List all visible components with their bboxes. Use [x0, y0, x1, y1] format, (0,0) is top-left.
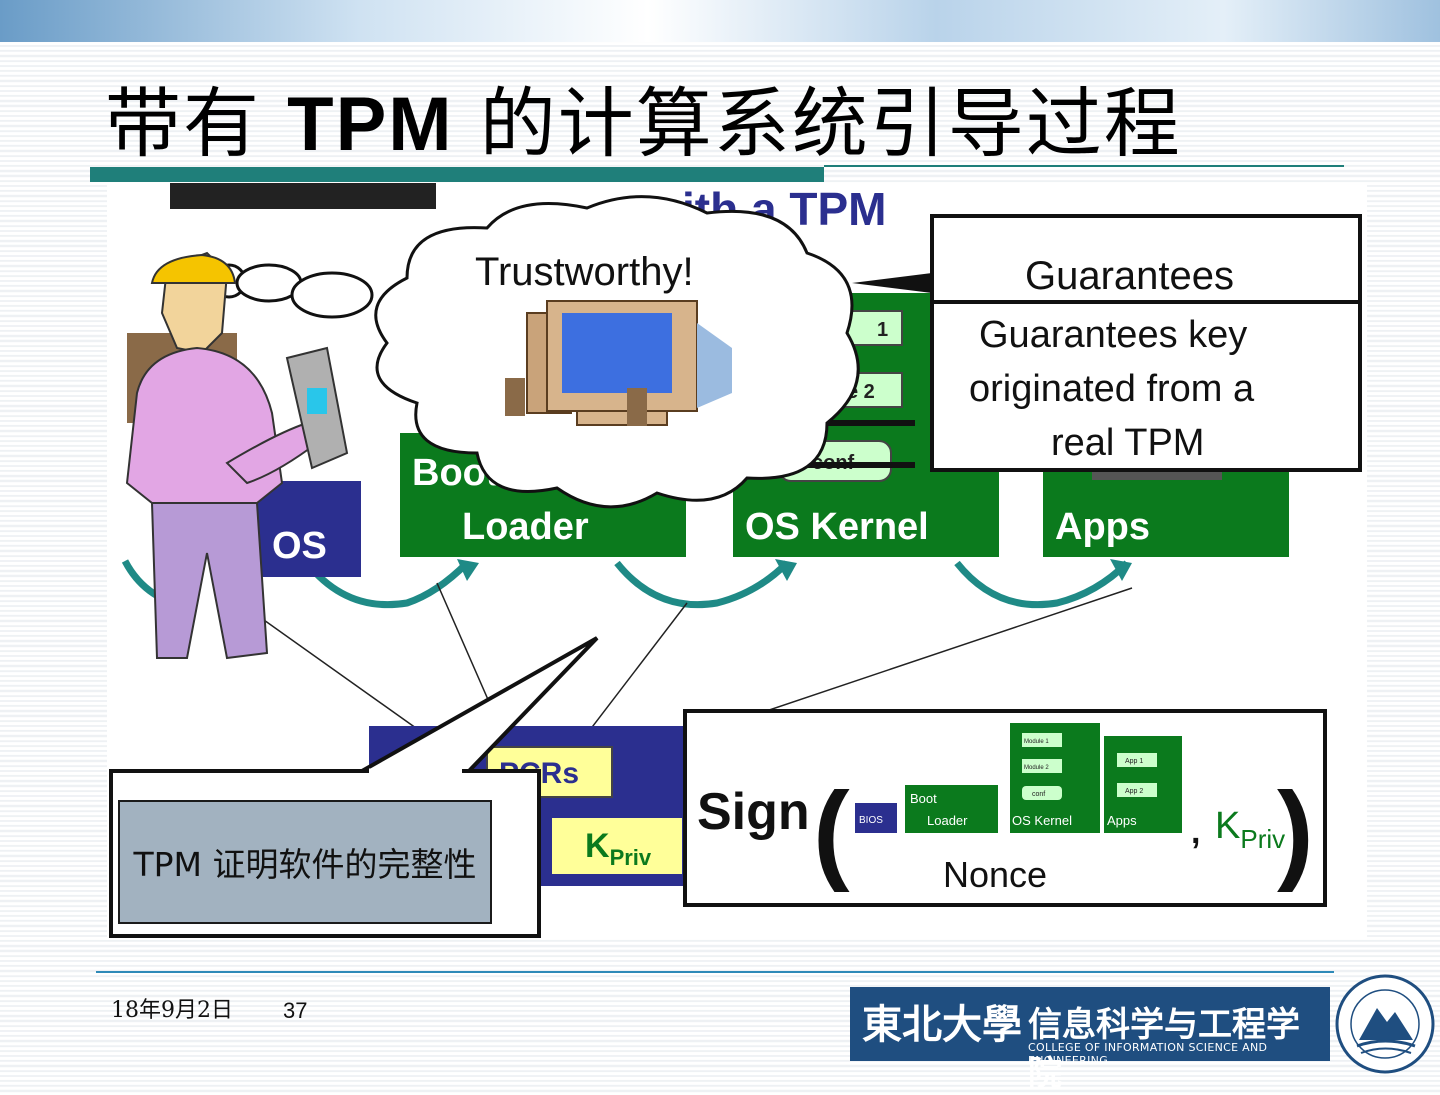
svg-text:Module 2: Module 2: [1024, 765, 1049, 771]
cloud-text: Trustworthy!: [475, 250, 694, 294]
slide-title: 带有 TPM 的计算系统引导过程: [105, 79, 1182, 168]
sign-open-paren: (: [813, 770, 850, 893]
sign-kpriv: KPriv: [1215, 805, 1285, 854]
arc-arrowheads: [457, 559, 1132, 581]
college-name-en: COLLEGE OF INFORMATION SCIENCE AND ENGIN…: [1028, 1041, 1268, 1067]
university-name-cn: 東北大學: [862, 1001, 1022, 1048]
sign-word: Sign: [697, 783, 810, 841]
callout-text-box: TPM 证明软件的完整性: [118, 800, 492, 924]
guarantees-pointer: [852, 273, 932, 293]
mini-bios: [855, 803, 897, 833]
guarantees-key-box: [930, 300, 1362, 472]
computer-icon: [505, 300, 732, 426]
bios-block: [257, 481, 361, 577]
header-strip: [170, 183, 436, 209]
title-underline-bar: [90, 167, 824, 182]
module1-label: 1: [877, 319, 888, 341]
oskernel-label: OS Kernel: [745, 506, 929, 548]
sign-box: [683, 709, 1327, 907]
kpriv-text: KPriv: [585, 827, 652, 870]
slide-date: 18年9月2日: [111, 998, 233, 1023]
guarantees-box: [930, 214, 1362, 304]
svg-text:Apps: Apps: [1107, 813, 1137, 828]
svg-text:Module 1: Module 1: [1024, 739, 1049, 745]
sign-close-paren: ): [1277, 770, 1314, 893]
svg-text:App 2: App 2: [1125, 788, 1143, 795]
sign-comma: ,: [1191, 813, 1200, 851]
footer-divider: [96, 971, 1334, 973]
svg-text:OS Kernel: OS Kernel: [1012, 813, 1072, 828]
tpm-boot-figure: ith a TPM OS Boot Loader 1 dule 2 conf O…: [107, 183, 1367, 938]
callout-text: TPM 证明软件的完整性: [133, 845, 477, 884]
top-decorative-band: [0, 0, 1440, 42]
title-underline-thin: [824, 165, 1344, 167]
svg-text:App 1: App 1: [1125, 758, 1143, 765]
svg-text:Boot: Boot: [910, 791, 937, 806]
page-number: 37: [283, 998, 308, 1023]
bootloader-line2: Loader: [462, 506, 589, 548]
guarantees-key-line3: real TPM: [1051, 422, 1204, 464]
kpriv-box: [552, 818, 682, 874]
guarantees-key-line2: originated from a: [969, 368, 1255, 410]
svg-text:Loader: Loader: [927, 813, 968, 828]
svg-text:BIOS: BIOS: [859, 815, 883, 826]
university-seal-icon: [1335, 974, 1435, 1074]
nonce-label: Nonce: [943, 854, 1047, 895]
bios-label: OS: [272, 525, 327, 567]
college-logo-banner: 東北大學 信息科学与工程学院 COLLEGE OF INFORMATION SC…: [850, 987, 1330, 1094]
guarantees-key-line1: Guarantees key: [979, 314, 1247, 356]
mini-bootloader: [905, 785, 998, 833]
svg-text:conf: conf: [1032, 791, 1045, 798]
person-illustration: [125, 251, 349, 660]
apps-label: Apps: [1055, 506, 1150, 548]
guarantees-label: Guarantees: [1025, 254, 1234, 298]
